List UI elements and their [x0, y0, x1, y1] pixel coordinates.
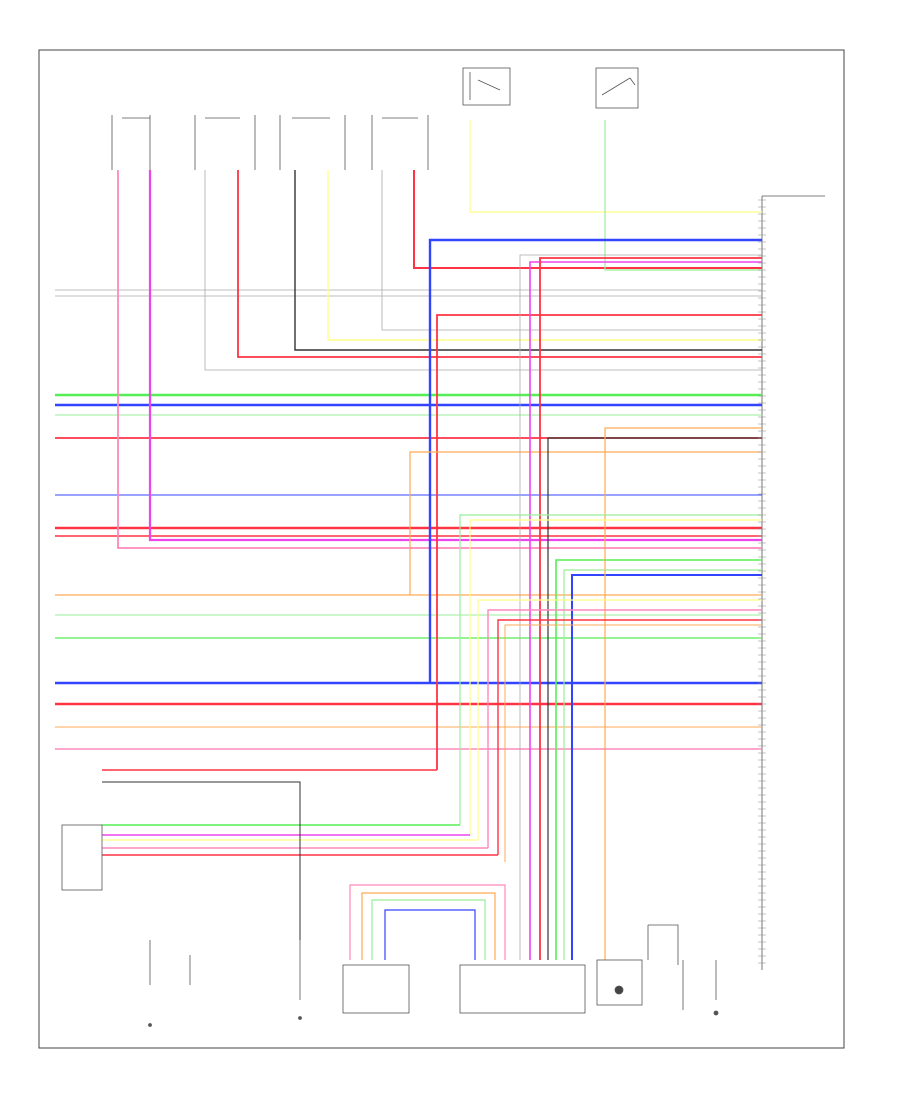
left-connector-box [342, 964, 410, 1014]
wire-orange [409, 451, 762, 595]
wire-yellow [477, 599, 762, 840]
wire-pink [487, 609, 762, 848]
wire-violet [529, 261, 762, 960]
wire-harness [55, 120, 762, 960]
wire-pink [117, 170, 762, 549]
wire-red [237, 170, 762, 358]
buzzer-box [596, 959, 643, 1006]
wire-yellow [327, 170, 762, 341]
wire-red [539, 257, 762, 960]
wire-yellow [469, 120, 762, 213]
wire-violet [148, 170, 762, 542]
switch-box [595, 67, 639, 109]
wire-red [497, 619, 762, 855]
center-connector-box [459, 964, 586, 1014]
top-components [111, 67, 825, 970]
wire-red [413, 170, 762, 269]
wire-lightgreen [563, 569, 762, 960]
wire-lightgreen [604, 120, 762, 271]
wire-yellow [469, 519, 762, 835]
wire-black [294, 170, 762, 351]
wire-blue [428, 238, 762, 683]
wire-pink [349, 884, 506, 960]
left-connector-block [61, 824, 103, 891]
wire-green [555, 559, 762, 960]
wire-blue [571, 574, 762, 960]
wire-blue [384, 909, 476, 960]
buzzer-icon [614, 985, 624, 995]
wire-lightgreen [459, 514, 762, 825]
wire-orange [604, 427, 762, 960]
relay-box [462, 67, 511, 106]
wire-orange [361, 892, 496, 960]
wire-red [436, 314, 762, 770]
diagram-border [38, 49, 845, 1049]
wire-orange [504, 624, 762, 862]
wire-gray [519, 254, 762, 960]
wire-gray [381, 170, 762, 331]
wire-black [102, 781, 301, 940]
wire-gray [204, 170, 762, 371]
wire-black [547, 437, 762, 960]
wire-labels [758, 199, 766, 964]
bottom-components [61, 824, 719, 1027]
wire-lightgreen [371, 899, 486, 960]
